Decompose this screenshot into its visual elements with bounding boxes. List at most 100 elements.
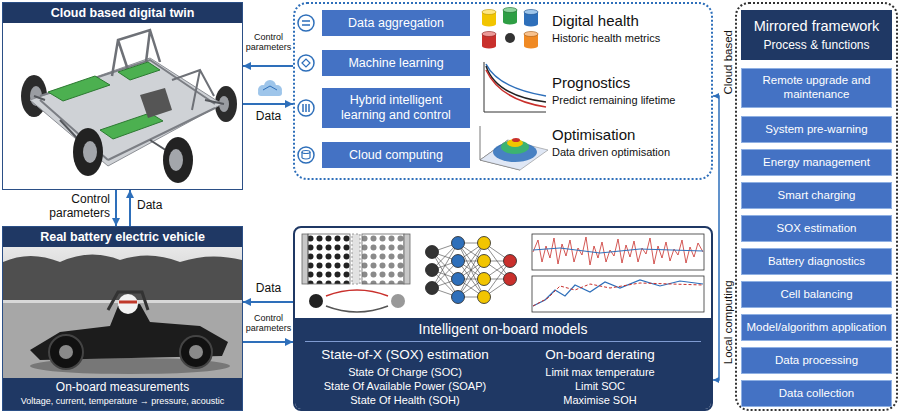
- function-box: Data collection: [741, 380, 892, 407]
- connector-arrow: [243, 103, 293, 105]
- node-title: Smart charging: [778, 189, 856, 203]
- electrode-schematic: [362, 234, 404, 284]
- neural-network-icon: [478, 237, 491, 250]
- neural-network-icon: [432, 243, 510, 297]
- function-button: Cloud computing: [322, 142, 470, 168]
- node-text: Voltage, current, temperature → pressure…: [3, 396, 242, 407]
- database-icons: [524, 32, 538, 37]
- node-title: Model/algorithm application: [747, 321, 887, 335]
- electrode-schematic: [302, 234, 308, 284]
- separator-line: [305, 341, 701, 342]
- function-box: Battery diagnostics: [741, 248, 892, 275]
- database-icons: [524, 44, 538, 49]
- optimisation-surface: [480, 126, 548, 170]
- neural-network-icon: [452, 273, 465, 286]
- function-box: Smart charging: [741, 182, 892, 209]
- signal-charts: [533, 280, 703, 306]
- database-icons: [482, 22, 496, 27]
- vehicle-photo: [3, 247, 242, 378]
- electrode-schematic: [302, 234, 410, 312]
- node-title: Battery diagnostics: [768, 255, 865, 269]
- node-text: On-board derating: [525, 347, 675, 363]
- header-box: Mirrored frameworkProcess & functions: [741, 10, 892, 60]
- figure-caption: Optimisation: [552, 126, 635, 144]
- vehicle-photo: [49, 335, 83, 369]
- node-title: Cloud computing: [349, 148, 443, 163]
- function-icons: [302, 59, 310, 67]
- optimisation-surface: [512, 138, 520, 142]
- vehicle-photo: [59, 345, 73, 359]
- node-title: Remote upgrade and maintenance: [746, 74, 887, 102]
- side-label: Local computing: [722, 280, 735, 364]
- signal-charts: [532, 276, 704, 312]
- edge-label: Control parameters: [245, 313, 292, 334]
- neural-network-icon: [478, 291, 491, 304]
- node-title: Hybrid intelligent learning and control: [326, 93, 466, 123]
- function-icons: [298, 147, 314, 163]
- node-text: State Of Available Power (SOAP): [295, 380, 515, 393]
- vehicle-photo: [189, 345, 203, 359]
- function-button: Data aggregation: [322, 10, 470, 36]
- function-box: Model/algorithm application: [741, 314, 892, 341]
- node-text: State Of Charge (SOC): [295, 366, 515, 379]
- edge-label: Control parameters: [245, 32, 292, 53]
- node-text: Process & functions: [763, 38, 869, 52]
- signal-charts: [532, 234, 704, 270]
- neural-network-icon: [452, 291, 465, 304]
- node-title: Machine learning: [348, 56, 443, 71]
- electrode-schematic: [352, 234, 360, 284]
- cad-car-illustration: [172, 70, 214, 110]
- node-text: On-board measurements: [3, 380, 242, 394]
- edge-label: Control parameters: [40, 193, 110, 221]
- vehicle-photo: [3, 247, 242, 378]
- function-icons: [298, 55, 314, 71]
- database-icons: [503, 8, 517, 13]
- function-button: Hybrid intelligent learning and control: [322, 88, 470, 128]
- figure-caption: Prognostics: [552, 74, 630, 92]
- node-text: State Of Health (SOH): [295, 394, 515, 407]
- function-box: Remote upgrade and maintenance: [741, 68, 892, 108]
- neural-network-icon: [426, 282, 439, 295]
- signal-charts: [533, 283, 703, 306]
- cad-car-illustration: [21, 30, 237, 183]
- node-title: System pre-warning: [765, 123, 867, 137]
- electrode-schematic: [308, 234, 350, 284]
- database-icons: [482, 8, 538, 49]
- neural-network-icon: [478, 273, 491, 286]
- cad-car-illustration: [34, 96, 224, 158]
- electrode-schematic: [391, 294, 405, 308]
- database-icons: [505, 33, 515, 43]
- function-icons: [302, 21, 310, 25]
- node-title: Cloud based digital twin: [3, 3, 242, 23]
- electrode-schematic: [326, 306, 388, 312]
- cad-car-illustration: [83, 141, 97, 163]
- cad-car-illustration: [163, 137, 193, 183]
- node-title: Data collection: [779, 387, 854, 401]
- cad-car-illustration: [169, 149, 183, 171]
- function-button: Machine learning: [322, 50, 470, 76]
- node-title: Data aggregation: [348, 16, 444, 31]
- vehicle-photo: [180, 336, 212, 368]
- cad-car-illustration: [73, 128, 103, 176]
- function-box: SOX estimation: [741, 215, 892, 242]
- cad-car-illustration: [30, 58, 222, 166]
- cad-car-illustration: [140, 88, 172, 118]
- prognostics-chart: [484, 62, 546, 112]
- prognostics-chart: [484, 62, 546, 112]
- database-icons: [524, 10, 538, 15]
- connector-arrow: [713, 96, 719, 380]
- prognostics-chart: [486, 64, 546, 96]
- data-cloud-icon: [258, 90, 282, 96]
- framework-group: Mirrored frameworkProcess & functionsRem…: [735, 2, 898, 411]
- function-box: Data processing: [741, 347, 892, 374]
- data-cloud-icon: [263, 86, 277, 90]
- node-text: Limit max temperature: [525, 366, 675, 379]
- optimisation-surface: [501, 140, 529, 154]
- neural-network-icon: [478, 255, 491, 268]
- function-icons: [302, 151, 310, 154]
- vehicle-panel: Cloud based digital twin: [2, 2, 243, 190]
- data-cloud-icon: [258, 80, 282, 96]
- database-icons: [524, 22, 538, 27]
- function-icons: [303, 104, 309, 112]
